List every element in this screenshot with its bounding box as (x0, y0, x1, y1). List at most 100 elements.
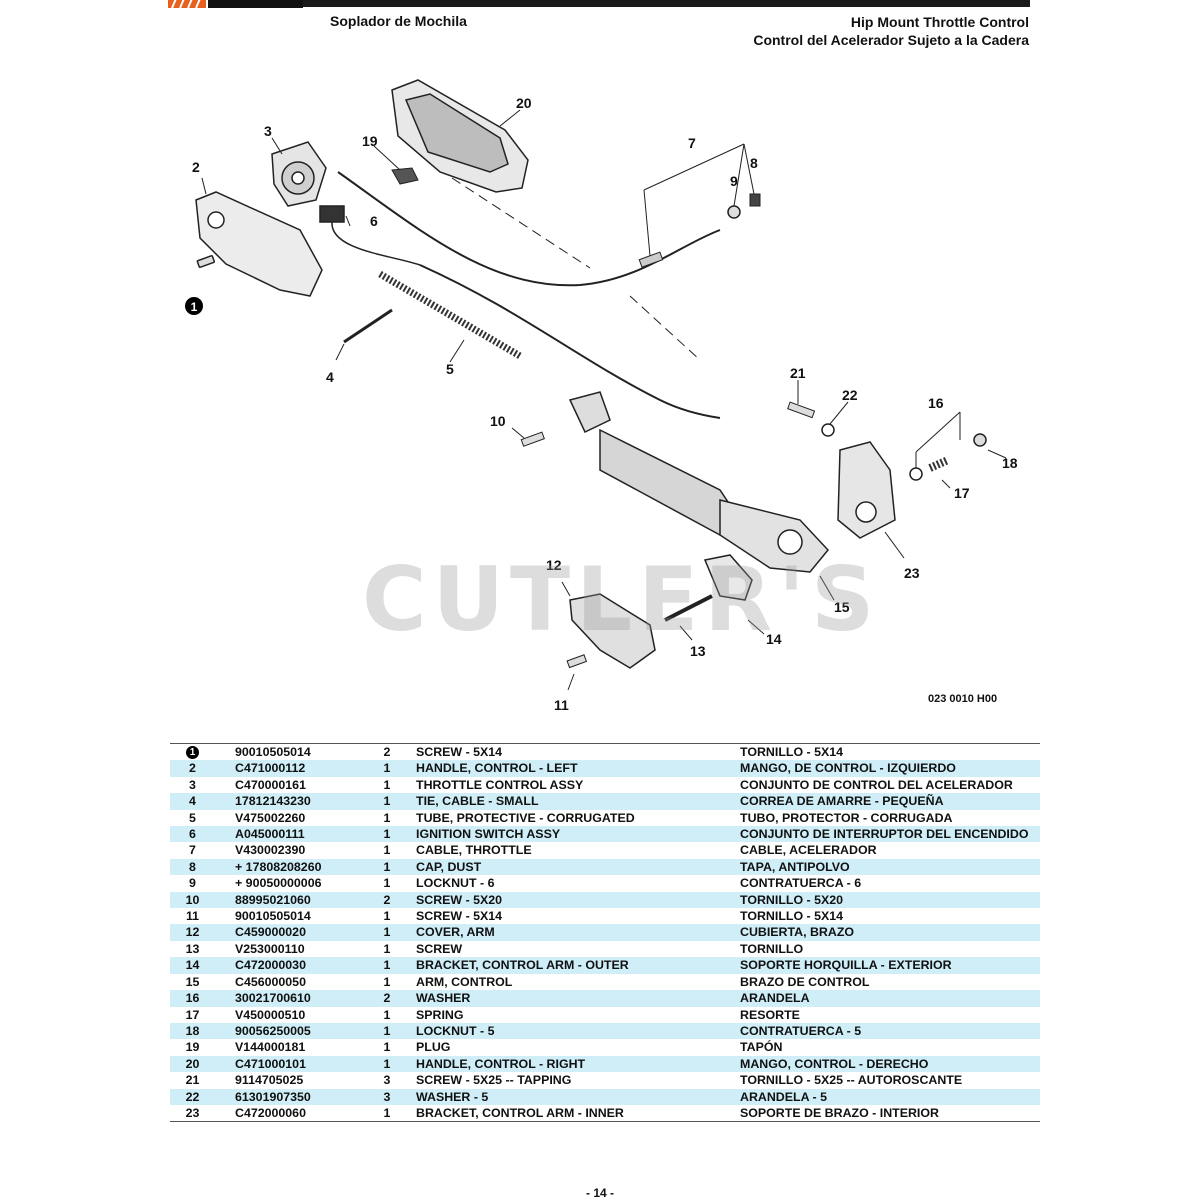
part-4-cable-tie (343, 308, 393, 344)
cell-description-en: ARM, CONTROL (416, 974, 513, 989)
cell-part-number: 30021700610 (215, 990, 368, 1007)
callout-9: 9 (730, 173, 738, 189)
cell-item-number: 19 (185, 1040, 200, 1055)
cell-item-number: 18 (170, 1022, 215, 1040)
part-21-screw (787, 401, 816, 419)
callout-11: 11 (554, 697, 569, 713)
cell-part-number: 90056250005 (215, 1022, 368, 1040)
cell-description-es: TORNILLO - 5X14 (740, 745, 844, 759)
callout-19: 19 (362, 133, 378, 149)
part-7-throttle-cable (337, 171, 721, 287)
cell-description-en: LOCKNUT - 5 (406, 1022, 740, 1040)
cell-part-number: V475002260 (235, 810, 306, 825)
callout-16: 16 (928, 395, 944, 411)
cell-quantity: 2 (368, 891, 406, 909)
cell-quantity: 2 (368, 990, 406, 1007)
cell-quantity: 3 (368, 1088, 406, 1105)
leader-lines (201, 109, 1007, 691)
cell-description-en: BRACKET, CONTROL ARM - INNER (416, 1105, 624, 1120)
part-2-handle-left (195, 191, 323, 297)
cell-description-en: SCREW - 5X14 (416, 745, 503, 759)
cell-part-number: 90010505014 (235, 909, 311, 924)
cell-description-es: TORNILLO - 5X14 (740, 909, 844, 924)
callout-2: 2 (192, 159, 200, 175)
cell-part-number: V450000510 (235, 1007, 306, 1022)
watermark: CUTLER'S (362, 548, 881, 651)
part-17-spring (928, 456, 950, 472)
cell-item-number: 14 (170, 957, 215, 974)
cell-description-es: MANGO, DE CONTROL - IZQUIERDO (740, 760, 1040, 777)
cell-description-en: SCREW - 5X25 -- TAPPING (416, 1073, 572, 1088)
part-11-screw (566, 654, 588, 669)
cell-item-number: 3 (189, 777, 196, 792)
cell-part-number: 17812143230 (215, 793, 368, 810)
cell-description-en: TIE, CABLE - SMALL (406, 793, 740, 810)
cell-description-en: THROTTLE CONTROL ASSY (416, 777, 584, 792)
cell-part-number: C470000161 (235, 777, 306, 792)
cell-part-number: + 90050000006 (235, 876, 322, 891)
cell-part-number: + 17808208260 (215, 858, 368, 876)
callout-15: 15 (834, 599, 850, 615)
cell-quantity: 2 (383, 745, 391, 759)
header-rule (300, 0, 1030, 7)
cell-quantity: 1 (368, 858, 406, 876)
cell-part-number: V430002390 (235, 843, 306, 858)
callout-labels: 1 2 3 4 5 6 7 8 9 10 11 12 13 14 15 16 1… (185, 95, 1018, 713)
cell-item-number: 12 (170, 924, 215, 941)
cell-description-es: SOPORTE DE BRAZO - INTERIOR (740, 1105, 939, 1120)
cell-part-number: V144000181 (235, 1040, 306, 1055)
cell-description-es: CONTRATUERCA - 6 (740, 876, 862, 891)
callout-23: 23 (904, 565, 920, 581)
circled-number-badge: 1 (186, 746, 199, 760)
part-22-washer (821, 423, 835, 437)
switch-wire (419, 264, 721, 419)
cell-description-en: COVER, ARM (406, 924, 740, 941)
diagram-reference-code: 023 0010 H00 (928, 693, 998, 705)
cell-description-en: PLUG (416, 1040, 451, 1055)
cell-item-number: 22 (170, 1088, 215, 1105)
cell-part-number: 88995021060 (215, 891, 368, 909)
callout-5: 5 (446, 361, 454, 377)
cell-description-es: TAPÓN (740, 1040, 783, 1055)
cell-part-number: C471000101 (215, 1055, 368, 1073)
cell-description-es: CABLE, ACELERADOR (740, 843, 877, 858)
part-9-locknut (727, 205, 741, 219)
part-8-dust-cap (749, 193, 761, 207)
cell-item-number: 23 (185, 1105, 200, 1120)
cell-description-en: TUBE, PROTECTIVE - CORRUGATED (416, 810, 635, 825)
header-title-es: Control del Acelerador Sujeto a la Cader… (753, 32, 1029, 48)
cell-description-es: MANGO, CONTROL - DERECHO (740, 1055, 1040, 1073)
part-18-locknut (973, 433, 987, 447)
cell-quantity: 1 (368, 924, 406, 941)
cell-description-es: TUBO, PROTECTOR - CORRUGADA (740, 810, 953, 825)
cell-item-number: 4 (170, 793, 215, 810)
part-15-control-arm (568, 391, 829, 573)
cell-quantity: 1 (383, 876, 391, 891)
cell-part-number: 61301907350 (215, 1088, 368, 1105)
cell-description-es: ARANDELA - 5 (740, 1088, 1040, 1105)
cell-description-es: CONJUNTO DE CONTROL DEL ACELERADOR (740, 777, 1013, 792)
cell-description-es: BRAZO DE CONTROL (740, 974, 870, 989)
cell-item-number: 5 (189, 810, 196, 825)
cell-quantity: 1 (368, 760, 406, 777)
part-5-corrugated-tube (378, 270, 522, 360)
cell-item-number: 1 (170, 744, 215, 761)
cell-description-es: ARANDELA (740, 990, 1040, 1007)
part-20-handle-right (391, 79, 529, 193)
part-3-throttle-assy (271, 141, 327, 207)
header-title-en: Hip Mount Throttle Control (850, 14, 1029, 30)
